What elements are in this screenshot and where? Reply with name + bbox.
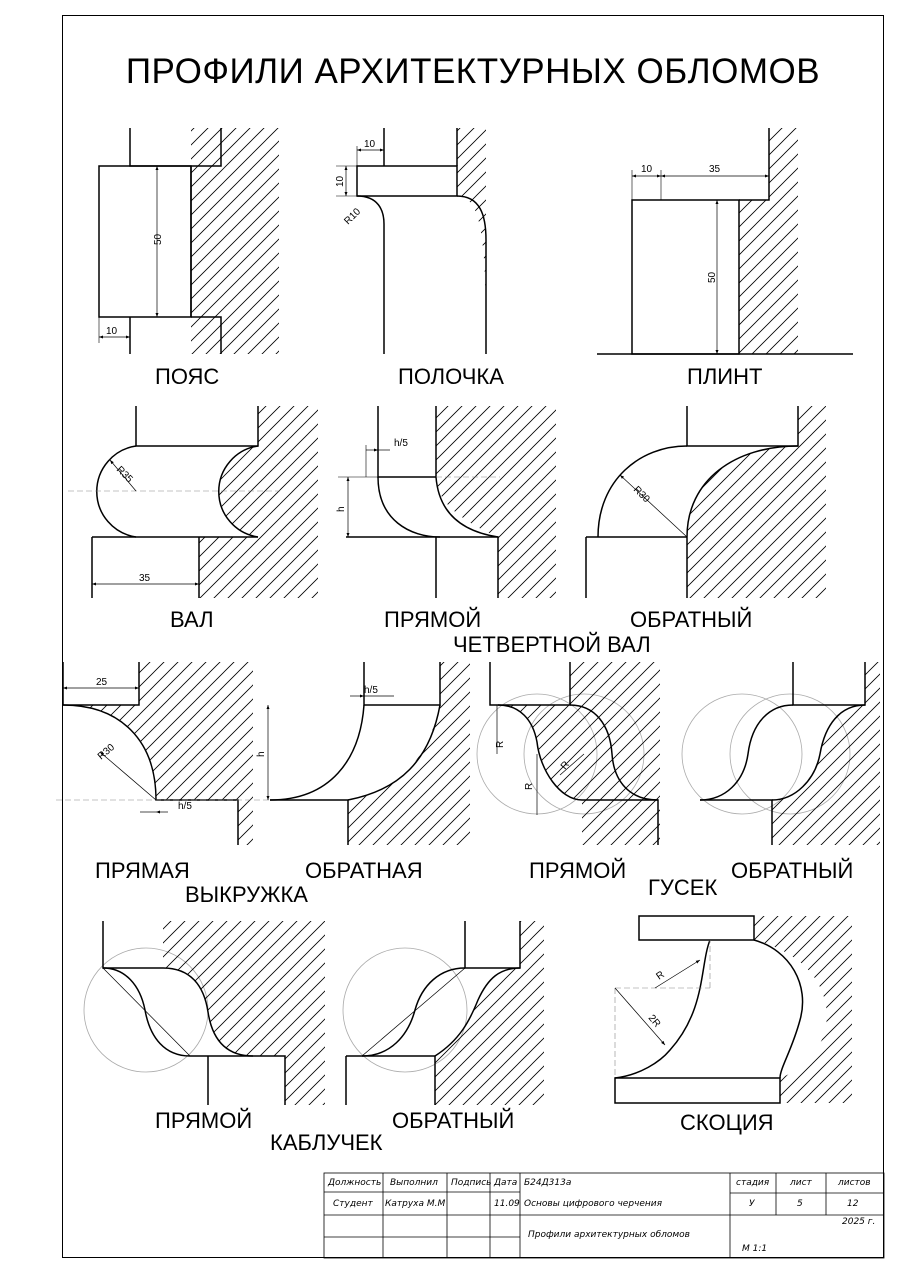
profile-gusek-obratny (681, 662, 880, 845)
dim-vyk-25: 25 (96, 677, 108, 688)
tb-h-list: лист (790, 1178, 812, 1188)
profile-chetvertnoy-pryamoy (338, 406, 556, 598)
label-val: ВАЛ (170, 607, 214, 632)
dim-poyas-10: 10 (106, 326, 118, 337)
label-gusek-pryamoy: ПРЯМОЙ (529, 858, 627, 883)
dim-plint-35: 35 (709, 164, 721, 175)
label-vykruzhka: ВЫКРУЖКА (185, 882, 308, 907)
profile-plint (597, 128, 853, 355)
tb-year: 2025 г. (842, 1217, 876, 1227)
dim-gusek-r1: R (495, 741, 506, 748)
profile-skotsiya (614, 915, 852, 1104)
tb-list: 5 (797, 1199, 803, 1209)
dim-skotsiya-r: R (654, 969, 666, 982)
label-chv-pryamoy: ПРЯМОЙ (384, 607, 482, 632)
profile-vykruzhka-pryamaya (56, 662, 275, 845)
dim-vyko-h: h (256, 751, 267, 757)
label-vyk-pryamaya: ПРЯМАЯ (95, 858, 190, 883)
dim-vyk-h5: h/5 (178, 801, 192, 812)
tb-h-podpis: Подпись (451, 1178, 492, 1188)
dim-polochka-10b: 10 (335, 175, 346, 187)
tb-stadiya: У (749, 1199, 755, 1209)
dim-chv-h: h (336, 506, 347, 512)
drawing-frame (62, 15, 884, 1258)
dim-vyko-h5: h/5 (364, 685, 378, 696)
label-skotsiya: СКОЦИЯ (680, 1110, 774, 1135)
profile-val (68, 406, 318, 598)
profile-kabluchek-pryamoy (83, 921, 325, 1105)
label-chetvertnoy-val: ЧЕТВЕРТНОЙ ВАЛ (453, 632, 651, 657)
dim-vyk-r30: R30 (96, 742, 117, 763)
profile-gusek-pryamoy (476, 662, 660, 845)
label-vyk-obratnaya: ОБРАТНАЯ (305, 858, 423, 883)
dim-chv-h5: h/5 (394, 438, 408, 449)
profile-chetvertnoy-obratny (585, 406, 826, 598)
tb-role: Студент (333, 1199, 373, 1209)
label-chv-obratny: ОБРАТНЫЙ (630, 607, 753, 632)
dim-plint-50: 50 (707, 271, 718, 283)
label-poyas: ПОЯС (155, 364, 220, 389)
dim-gusek-r2: R (524, 783, 535, 790)
dim-chvo-r30: R30 (631, 484, 652, 505)
profile-polochka (336, 128, 487, 354)
label-kab-obratny: ОБРАТНЫЙ (392, 1108, 515, 1133)
dim-plint-10: 10 (641, 164, 653, 175)
tb-h-dolzhnost: Должность (328, 1178, 382, 1188)
label-kab-pryamoy: ПРЯМОЙ (155, 1108, 253, 1133)
label-kabluchek: КАБЛУЧЕК (270, 1130, 383, 1155)
tb-scale: М 1:1 (742, 1244, 768, 1254)
label-gusek-obratny: ОБРАТНЫЙ (731, 858, 854, 883)
tb-h-listov: листов (838, 1178, 871, 1188)
tb-date: 11.09 (494, 1199, 520, 1209)
tb-code: Б24Д313а (524, 1178, 572, 1188)
label-plint: ПЛИНТ (687, 364, 763, 389)
sheet-title: ПРОФИЛИ АРХИТЕКТУРНЫХ ОБЛОМОВ (125, 52, 821, 91)
tb-h-vypolnil: Выполнил (390, 1178, 438, 1188)
dim-poyas-50: 50 (153, 233, 164, 245)
dim-polochka-r10: R10 (342, 206, 363, 227)
tb-author: Катруха М.М (385, 1199, 446, 1209)
profile-kabluchek-obratny (342, 921, 544, 1105)
tb-doc-title: Профили архитектурных обломов (528, 1230, 690, 1240)
title-block-grid (323, 1172, 885, 1259)
tb-listov: 12 (847, 1199, 859, 1209)
label-gusek: ГУСЕК (648, 875, 718, 900)
profile-vykruzhka-obratnaya (266, 662, 470, 845)
dim-polochka-10a: 10 (364, 139, 376, 150)
tb-h-data: Дата (494, 1178, 518, 1188)
dim-val-35: 35 (139, 573, 151, 584)
tb-course: Основы цифрового черчения (524, 1199, 663, 1209)
dim-skotsiya-2r: 2R (646, 1013, 663, 1030)
label-polochka: ПОЛОЧКА (398, 364, 504, 389)
profile-poyas (98, 128, 279, 354)
tb-h-stadiya: стадия (736, 1178, 770, 1188)
dim-val-r35: R35 (114, 464, 135, 485)
